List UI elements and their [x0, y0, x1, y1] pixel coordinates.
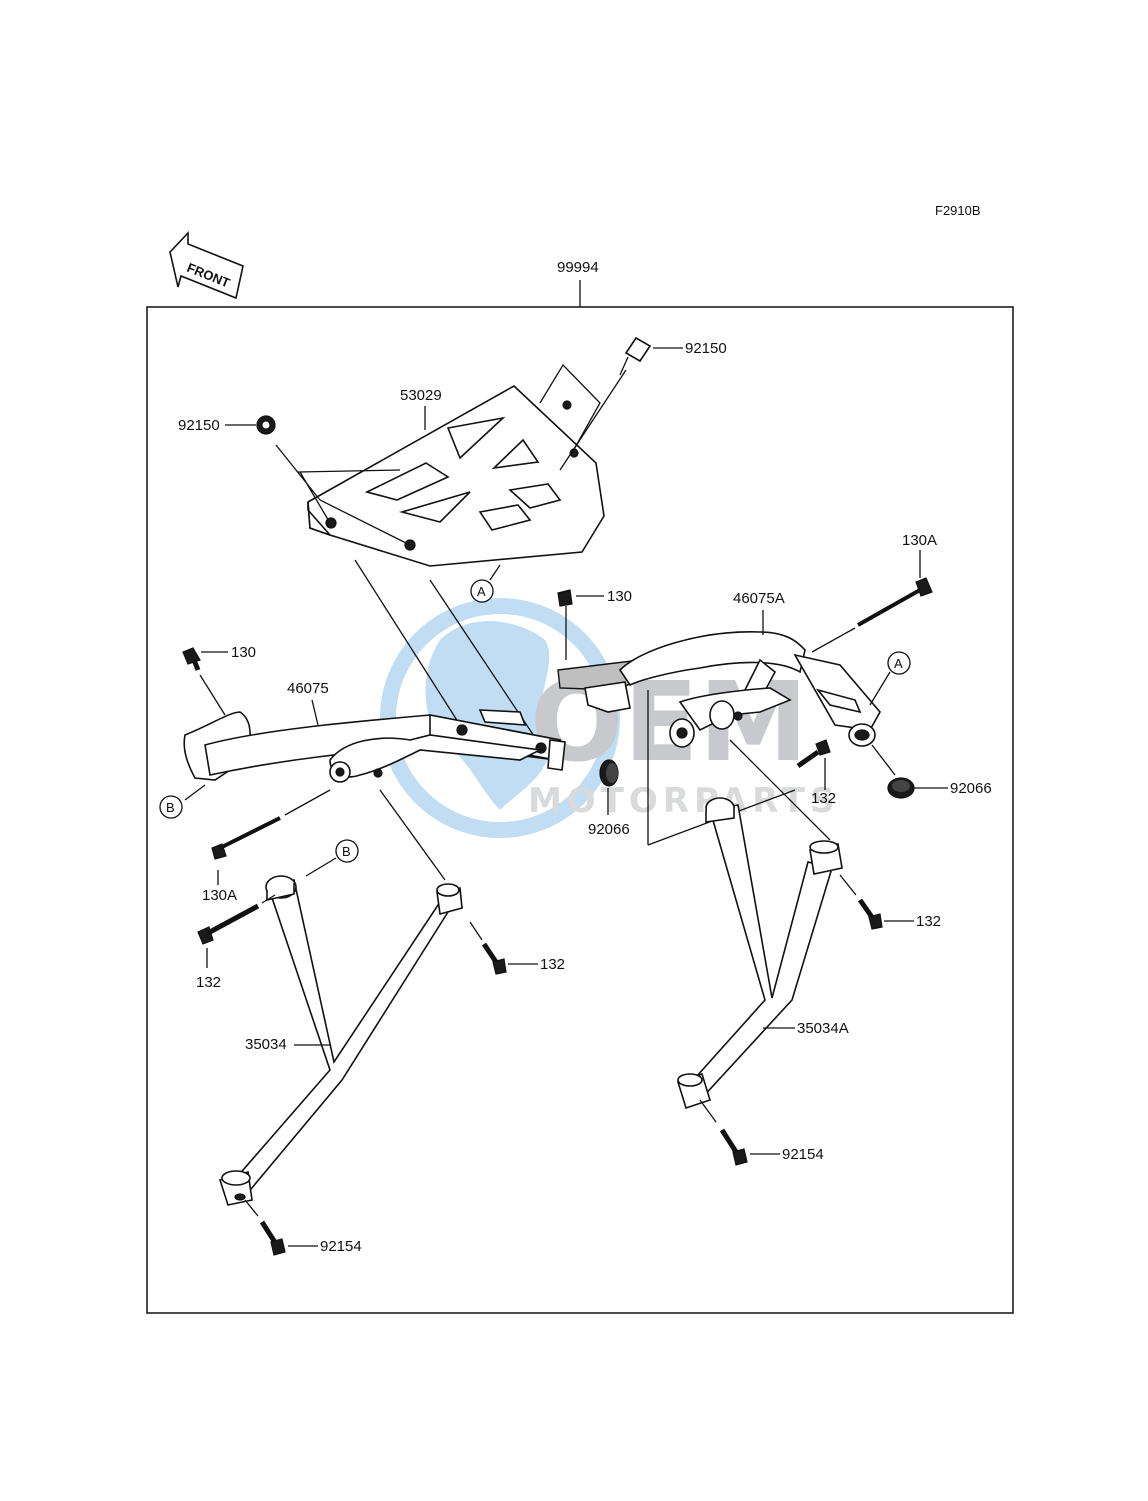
left-bracket-46075: [183, 709, 566, 783]
ref-a-2-label: A: [894, 656, 903, 671]
label-35034a: 35034A: [797, 1020, 849, 1037]
label-130-mid: 130: [607, 588, 632, 605]
right-stay-35034a: [677, 797, 843, 1110]
ref-b-1-label: B: [166, 800, 175, 815]
left-stay-35034: [218, 875, 463, 1206]
bolt-130-left: [182, 647, 201, 671]
label-132-right: 132: [916, 913, 941, 930]
ref-b-2-label: B: [342, 844, 351, 859]
bolt-130-mid: [557, 589, 573, 660]
label-92154-left: 92154: [320, 1238, 362, 1255]
ref-marker-b-1: [159, 795, 183, 819]
label-53029: 53029: [400, 387, 442, 404]
right-bracket-46075a: [557, 631, 881, 748]
assembly-label: 99994: [557, 259, 599, 276]
label-92066-mid: 92066: [588, 821, 630, 838]
label-92150-top: 92150: [685, 340, 727, 357]
label-132-left: 132: [196, 974, 221, 991]
ref-marker-a-1: [470, 579, 494, 603]
carrier-plate: [307, 385, 605, 567]
front-arrow-icon: FRONT: [169, 230, 244, 300]
label-130a-right: 130A: [902, 532, 937, 549]
bolt-132-mid-right: [796, 739, 831, 769]
bolt-92154-right: [719, 1128, 748, 1166]
grommet-92066-right: [887, 777, 915, 799]
label-132-mid-right: 132: [811, 790, 836, 807]
ref-marker-b-2: [335, 839, 359, 863]
label-35034: 35034: [245, 1036, 287, 1053]
ref-a-1-label: A: [477, 584, 486, 599]
ref-marker-a-2: [887, 651, 911, 675]
grommet-92066-mid: [599, 759, 619, 787]
bolt-132-right: [857, 898, 883, 930]
label-132-mid-left: 132: [540, 956, 565, 973]
bolt-92150-left: [256, 415, 276, 435]
label-130-left: 130: [231, 644, 256, 661]
bolt-130a-right: [857, 577, 933, 627]
bolt-92154-left: [259, 1220, 286, 1256]
bolt-132-mid-left: [481, 942, 507, 975]
assembly-frame: [146, 306, 1014, 1314]
label-92150-left: 92150: [178, 417, 220, 434]
oem-watermark: OEM MOTORPARTS: [380, 598, 839, 838]
label-46075: 46075: [287, 680, 329, 697]
watermark-sub: MOTORPARTS: [528, 781, 839, 821]
bolt-130a-left: [211, 816, 281, 860]
bolt-132-left: [197, 903, 260, 945]
label-130a-left: 130A: [202, 887, 237, 904]
bolt-92150-top: [619, 336, 652, 376]
label-92154-right: 92154: [782, 1146, 824, 1163]
label-92066-right: 92066: [950, 780, 992, 797]
figure-code: F2910B: [935, 203, 981, 218]
label-46075a: 46075A: [733, 590, 785, 607]
